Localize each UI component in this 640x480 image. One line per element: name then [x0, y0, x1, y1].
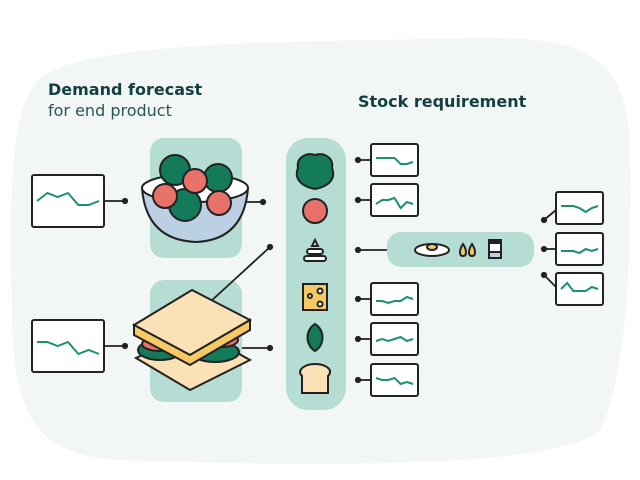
connector-dot: [354, 196, 362, 204]
ingredient-column: [286, 138, 346, 410]
ingredient-stock-chart: [370, 143, 419, 177]
connector-dot: [354, 335, 362, 343]
trend-line: [376, 157, 414, 165]
component-stock-chart: [555, 272, 604, 306]
connector-dot: [354, 295, 362, 303]
connector-dot: [121, 342, 129, 350]
bread-icon: [299, 362, 332, 394]
sauce-icon: [303, 237, 327, 262]
trend-line: [560, 281, 599, 292]
connector-dot: [266, 243, 274, 251]
oil-drops-icon: [459, 242, 476, 258]
egg-icon: [414, 243, 450, 257]
lettuce-icon: [295, 153, 335, 191]
trend-line: [375, 196, 414, 210]
product-demand-chart: [31, 174, 105, 228]
trend-line: [376, 295, 414, 305]
connector-dot: [540, 216, 548, 224]
trend-line: [561, 205, 599, 214]
ingredient-stock-chart: [370, 282, 419, 316]
connector-line: [209, 246, 271, 303]
trend-line: [37, 340, 100, 356]
salt-shaker-icon: [488, 239, 502, 259]
connector-dot: [354, 376, 362, 384]
trend-line: [561, 247, 599, 255]
component-stock-chart: [555, 191, 604, 225]
connector-dot: [121, 197, 129, 205]
trend-line: [375, 335, 414, 343]
sandwich-icon: [131, 288, 253, 392]
page-subtitle: for end product: [48, 101, 172, 120]
connector-dot: [266, 344, 274, 352]
spinach-icon: [306, 322, 324, 353]
stock-requirement-title: Stock requirement: [358, 92, 527, 111]
ingredient-stock-chart: [370, 183, 419, 217]
salad-bowl-icon: [140, 154, 250, 244]
cheese-icon: [302, 283, 328, 311]
trend-line: [375, 376, 414, 386]
connector-dot: [259, 198, 267, 206]
product-demand-chart: [31, 319, 105, 373]
tomato-icon: [302, 198, 328, 224]
ingredient-stock-chart: [370, 363, 419, 397]
connector-dot: [354, 246, 362, 254]
page-title: Demand forecast: [48, 80, 203, 99]
connector-dot: [540, 245, 548, 253]
component-stock-chart: [555, 232, 604, 266]
connector-dot: [354, 156, 362, 164]
ingredient-stock-chart: [370, 322, 419, 356]
connector-dot: [540, 271, 548, 279]
trend-line: [36, 191, 100, 206]
